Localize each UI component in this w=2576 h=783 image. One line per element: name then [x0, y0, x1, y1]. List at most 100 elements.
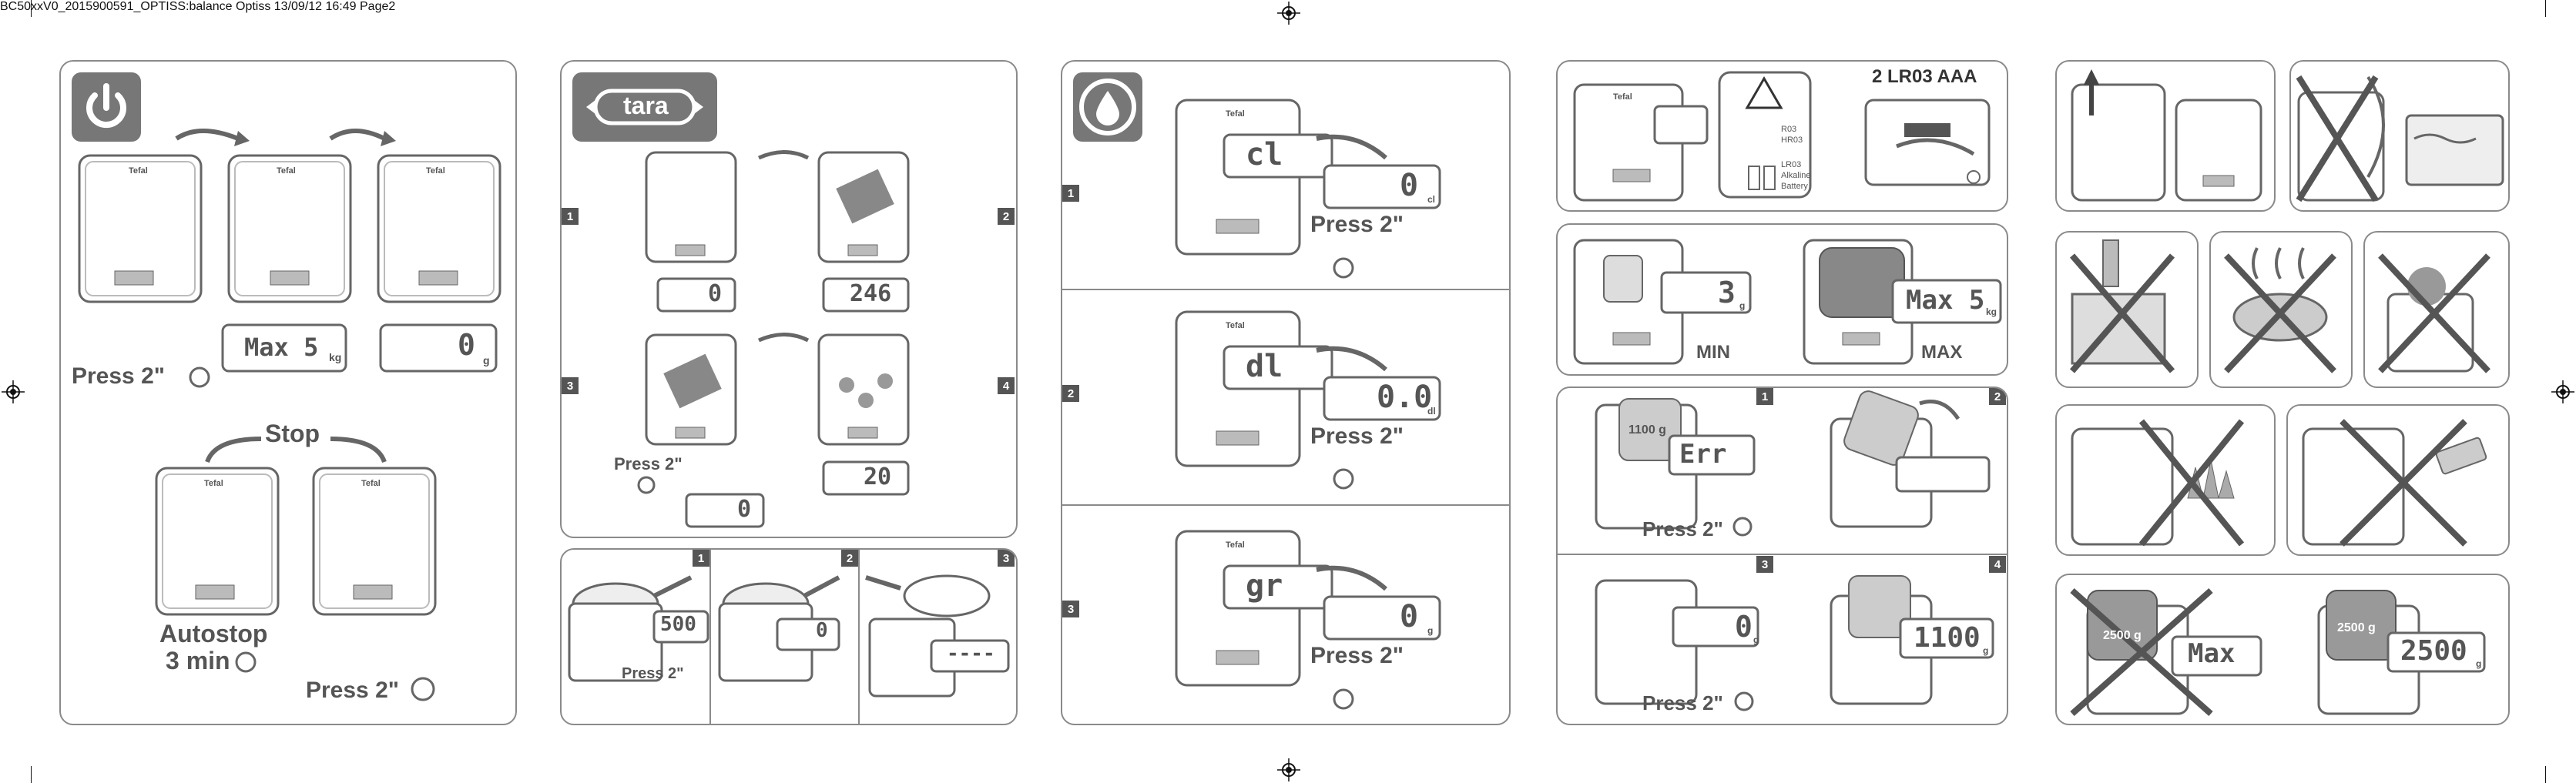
step-number: 4	[998, 377, 1015, 394]
step-number: 3	[1062, 601, 1079, 617]
unit-display: g	[1427, 625, 1434, 636]
divider	[1062, 289, 1509, 290]
step-number: 2	[1062, 385, 1079, 402]
power-panel-illustration	[78, 129, 501, 701]
brand-logo: Tefal	[129, 166, 148, 176]
brand-logo: Tefal	[1226, 321, 1245, 330]
scale-icon	[817, 333, 910, 446]
tara-sequence-illustration	[568, 574, 1010, 698]
brand-logo: Tefal	[1226, 109, 1245, 119]
battery-label: Alkaline	[1781, 171, 1811, 180]
timer-icon	[1333, 257, 1354, 279]
scale-icon	[78, 154, 203, 303]
min-max-illustration	[1573, 239, 2002, 365]
brand-logo: Tefal	[426, 166, 445, 176]
value-display: 0.0	[1377, 380, 1433, 415]
brand-logo: Tefal	[361, 479, 381, 488]
unit-display: cl	[1427, 194, 1436, 205]
step-number: 1	[562, 208, 579, 225]
unit-1100: g	[1983, 645, 1989, 656]
divider	[1558, 554, 2007, 555]
registration-mark-top	[1277, 2, 1300, 25]
panel-warning-cleaning	[2363, 231, 2510, 388]
step-number: 3	[998, 550, 1015, 567]
max-label: MAX	[1921, 342, 1963, 363]
mode-display: dl	[1246, 349, 1283, 384]
overload-illustration	[2070, 588, 2486, 716]
step-number: 1	[693, 550, 709, 567]
zero-display: 0	[1735, 610, 1753, 644]
fire-illustration	[2071, 419, 2245, 547]
battery-title: 2 LR03 AAA	[1872, 66, 1977, 87]
tara-display: 500	[660, 613, 696, 636]
panel-warning-microwave	[2289, 60, 2510, 212]
step-number: 1	[1062, 185, 1079, 202]
value-display: 0	[1400, 168, 1419, 203]
step-number: 1	[1756, 388, 1773, 405]
tara-illustration	[637, 150, 910, 528]
panel-battery: Tefal 2 LR03 AAA R03 HR03 LR03 Alkaline …	[1556, 60, 2008, 212]
timer-icon	[1333, 688, 1354, 710]
tara-display: 0	[708, 280, 723, 307]
step-number: 2	[841, 550, 858, 567]
panel-warning-top-left	[2055, 60, 2276, 212]
timer-icon	[411, 677, 435, 701]
min-unit: g	[1739, 300, 1746, 311]
panel-liquid-units: 1 2 3 Tefal Tefal Tefal cl 0 cl Press 2"…	[1061, 60, 1511, 725]
crop-mark	[2545, 0, 2546, 17]
min-label: MIN	[1696, 342, 1730, 363]
autostop-label: Autostop	[159, 620, 268, 647]
timer-icon	[1734, 691, 1754, 711]
press-label: Press 2"	[306, 678, 399, 703]
water-drop-icon	[1073, 72, 1142, 142]
weight-label: 2500 g	[2103, 629, 2142, 642]
tara-badge: tara	[572, 72, 717, 142]
display-zero: 0	[458, 328, 475, 362]
divider	[858, 550, 860, 724]
tara-display: ----	[947, 642, 995, 665]
registration-mark-left	[2, 380, 25, 403]
microwave-illustration	[2296, 75, 2504, 202]
panel-warning-fire	[2055, 404, 2276, 556]
brand-logo: Tefal	[1613, 92, 1632, 102]
press-label: Press 2"	[622, 665, 684, 682]
divider	[709, 550, 711, 724]
divider	[1062, 504, 1509, 506]
err-illustration	[1595, 390, 1994, 711]
unit-2500: g	[2476, 658, 2482, 669]
panel-tara-sequence: 1 2 3 500 0 ---- Press 2"	[560, 548, 1018, 725]
display-2500: 2500	[2400, 635, 2467, 667]
battery-label: HR03	[1781, 136, 1803, 145]
panel-err: 1 2 3 4 1100 g Err Press 2" 0 g 1100 g P…	[1556, 386, 2008, 725]
step-number: 4	[1989, 556, 2006, 573]
err-display: Err	[1679, 439, 1727, 470]
brand-logo: Tefal	[1226, 540, 1245, 550]
panel-warning-water	[2055, 231, 2199, 388]
cleaning-illustration	[2378, 253, 2490, 373]
press-label: Press 2"	[1642, 691, 1723, 714]
press-label: Press 2"	[1642, 517, 1723, 540]
value-display: 0	[1400, 599, 1419, 634]
scale-icon	[155, 467, 280, 616]
scale-icon	[817, 151, 910, 263]
crop-mark	[2545, 766, 2546, 783]
scale-icon	[312, 467, 437, 616]
brand-logo: Tefal	[277, 166, 296, 176]
battery-label: Battery	[1781, 182, 1808, 191]
heat-illustration	[2224, 247, 2336, 373]
registration-mark-bottom	[1277, 758, 1300, 781]
battery-illustration	[1573, 71, 1991, 202]
press-label: Press 2"	[1310, 212, 1404, 237]
max-value: Max 5	[1906, 285, 1985, 316]
display-unit-g: g	[483, 354, 490, 366]
crop-mark	[31, 0, 32, 17]
timer-icon	[1333, 468, 1354, 490]
lifting-illustration	[2071, 69, 2262, 202]
max-display: Max	[2188, 638, 2236, 669]
panel-warning-heat	[2209, 231, 2353, 388]
max-unit: kg	[1986, 306, 1997, 317]
water-illustration	[2069, 239, 2175, 373]
panel-tara: tara 1 2 3 4 0 246 0 20 Press 2"	[560, 60, 1018, 538]
zero-unit: g	[1753, 634, 1759, 645]
scale-icon	[645, 333, 737, 446]
